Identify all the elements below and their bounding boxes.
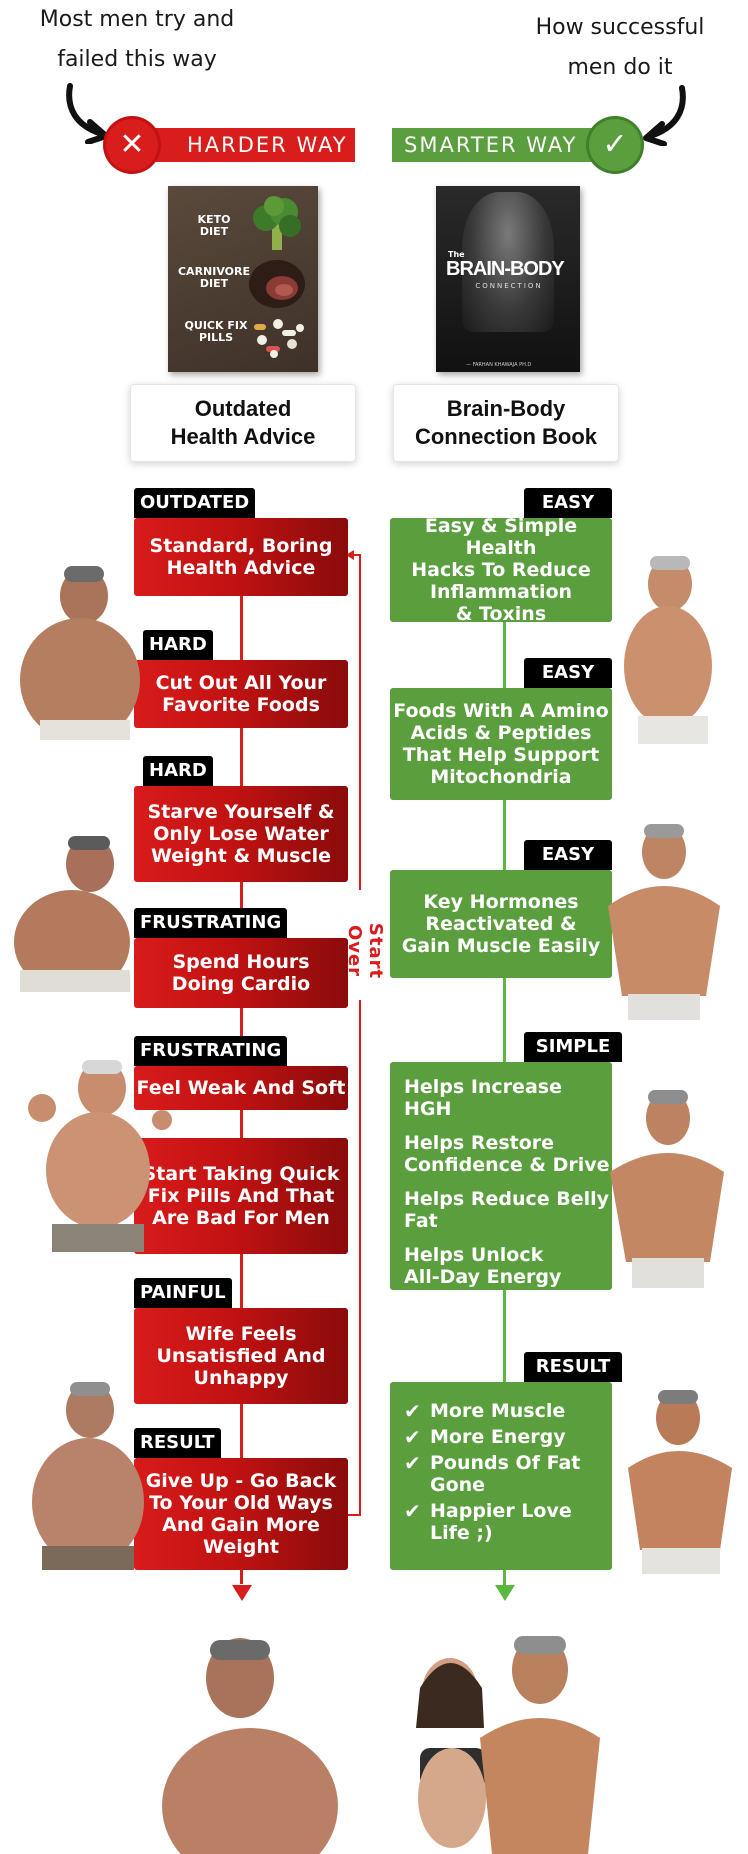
harder-step: Starve Yourself & Only Lose Water Weight…: [134, 786, 348, 882]
step-tag: EASY: [524, 840, 612, 870]
slim-man-image: [624, 556, 712, 744]
result-item: ✔Happier Love Life ;): [404, 1499, 572, 1544]
benefit-item: Helps Reduce Belly Fat: [404, 1188, 610, 1232]
harder-way-label: HARDER WAY: [187, 133, 348, 157]
harder-way-book: KETO DIET CARNIVORE DIET QUICK FIX PILLS: [168, 186, 318, 372]
step-tag: EASY: [524, 488, 612, 518]
checkmark-icon: ✔: [404, 1499, 421, 1523]
simple-benefits-box: Helps Increase HGH Helps Restore Confide…: [390, 1062, 612, 1290]
harder-step: Standard, Boring Health Advice: [134, 518, 348, 596]
book-author: — FARHAN KHAWAJA PH.D: [466, 362, 532, 368]
x-icon: ✕: [106, 119, 158, 171]
pills-icon: [254, 319, 304, 358]
harder-step: Feel Weak And Soft: [134, 1066, 348, 1110]
book-item-keto: KETO DIET: [197, 213, 231, 238]
curved-arrow-icon: [66, 83, 109, 144]
step-tag: EASY: [524, 658, 612, 688]
tired-man-image: [14, 836, 130, 992]
smarter-step: Foods With A Amino Acids & Peptides That…: [390, 688, 612, 800]
step-tag: SIMPLE: [524, 1032, 622, 1062]
benefit-item: Helps Increase HGH: [404, 1076, 562, 1120]
step-tag: OUTDATED: [134, 488, 256, 518]
sad-overweight-man-image: [32, 1382, 144, 1570]
step-tag: PAINFUL: [134, 1278, 232, 1308]
harder-step: Cut Out All Your Favorite Foods: [134, 660, 348, 728]
broccoli-icon: [253, 196, 301, 250]
smarter-step: Easy & Simple Health Hacks To Reduce Inf…: [390, 515, 612, 625]
muscular-man-image: [610, 1090, 724, 1288]
smarter-way-label: SMARTER WAY: [404, 133, 578, 157]
result-item: ✔More Muscle: [404, 1399, 566, 1423]
checkmark-icon: ✔: [404, 1399, 421, 1423]
benefit-item: Helps Restore Confidence & Drive: [404, 1132, 610, 1176]
book-item-carnivore: CARNIVORE DIET: [177, 265, 250, 290]
smarter-way-header: SMARTER WAY: [392, 128, 614, 162]
harder-step: Give Up - Go Back To Your Old Ways And G…: [134, 1458, 348, 1570]
outdated-advice-card: Outdated Health Advice: [130, 384, 356, 462]
book-the: The: [448, 250, 465, 259]
right-note: How successful men do it: [535, 15, 705, 80]
step-tag: FRUSTRATING: [134, 1036, 288, 1066]
overweight-man-image: [20, 566, 140, 740]
check-circle-icon: ✓: [589, 119, 641, 171]
arrow-down-icon: [232, 1585, 252, 1601]
smarter-way-book: The BRAIN-BODY CONNECTION — FARHAN KHAWA…: [436, 186, 580, 372]
step-tag: HARD: [143, 756, 213, 786]
step-tag: FRUSTRATING: [134, 908, 288, 938]
book-portrait: [462, 192, 554, 332]
happy-couple-image: [416, 1636, 600, 1854]
step-tag: RESULT: [524, 1352, 622, 1382]
result-box: ✔More Muscle ✔More Energy ✔Pounds Of Fat…: [390, 1382, 612, 1570]
arrow-down-icon: [495, 1585, 515, 1601]
curved-arrow-icon: [643, 85, 686, 146]
result-item: ✔More Energy: [404, 1425, 566, 1449]
harder-step: Wife Feels Unsatisfied And Unhappy: [134, 1308, 348, 1404]
steak-icon: [249, 260, 305, 308]
checkmark-icon: ✔: [404, 1451, 421, 1475]
fit-man-image: [608, 824, 720, 1020]
book-subtitle: CONNECTION: [475, 282, 543, 290]
brain-body-book-card: Brain-Body Connection Book: [393, 384, 619, 462]
start-over-loop: [346, 550, 361, 1516]
harder-step: Spend Hours Doing Cardio: [134, 938, 348, 1008]
left-note: Most men try and failed this way: [39, 7, 235, 72]
smarter-step: Key Hormones Reactivated & Gain Muscle E…: [390, 870, 612, 978]
confident-man-image: [628, 1390, 732, 1574]
obese-man-final-image: [162, 1638, 338, 1854]
step-tag: HARD: [143, 630, 213, 660]
checkmark-icon: ✔: [404, 1425, 421, 1449]
result-item: ✔Pounds Of Fat Gone: [404, 1451, 581, 1496]
step-tag: RESULT: [134, 1428, 221, 1458]
harder-step: Start Taking Quick Fix Pills And That Ar…: [134, 1138, 348, 1254]
benefit-item: Helps Unlock All-Day Energy: [404, 1244, 562, 1288]
start-over-label: Start Over: [344, 890, 386, 1000]
book-item-pills: QUICK FIX PILLS: [184, 319, 248, 344]
harder-way-header: HARDER WAY: [120, 128, 355, 162]
angry-man-image: [28, 1060, 172, 1252]
book-title: BRAIN-BODY: [446, 258, 565, 280]
